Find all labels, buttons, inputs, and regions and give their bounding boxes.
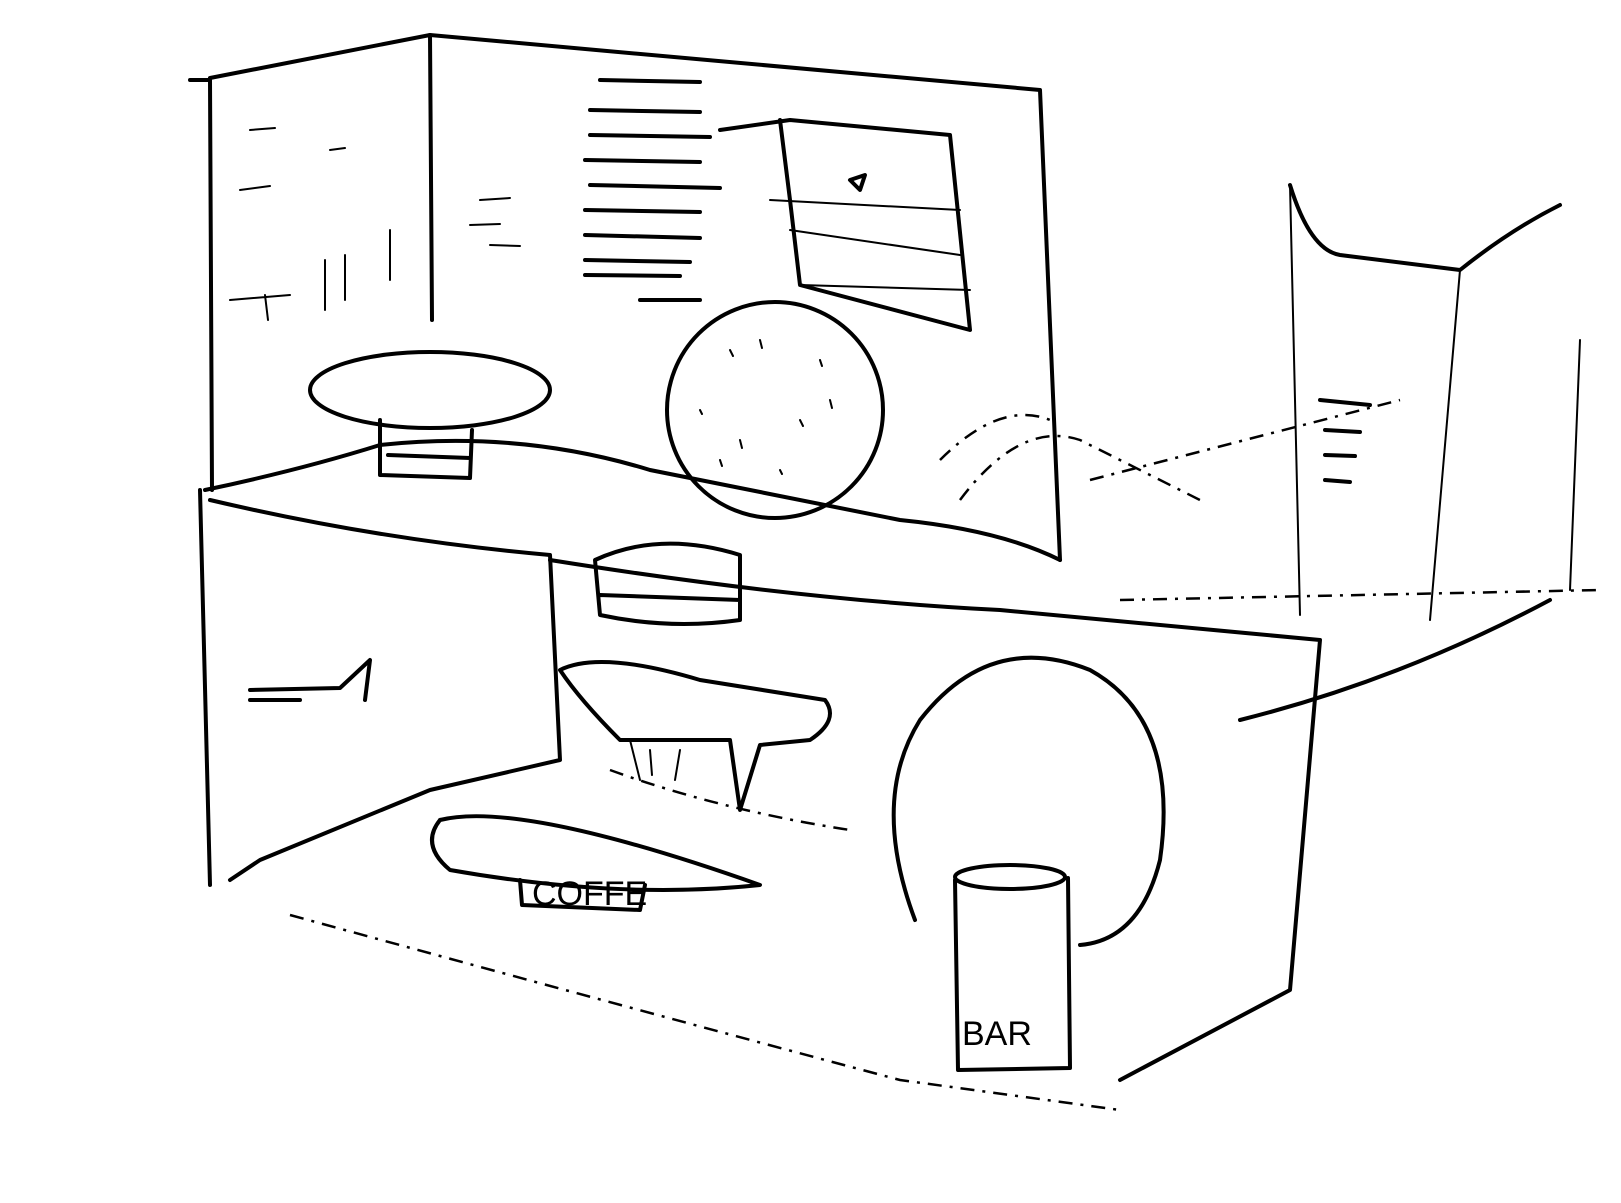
stool bbox=[593, 541, 742, 626]
wall-map-screen bbox=[718, 118, 972, 332]
back-wall-left bbox=[188, 33, 1062, 562]
pink-basin bbox=[558, 660, 851, 832]
bar-sign-label: BAR bbox=[962, 1015, 1032, 1053]
back-floor-line bbox=[203, 438, 1062, 562]
coffee-sign-label: COFFE bbox=[532, 875, 647, 913]
front-counter bbox=[198, 488, 1552, 1082]
coffee-table: COFFE bbox=[430, 814, 762, 913]
table-left bbox=[308, 350, 552, 480]
display-stand-right bbox=[1089, 183, 1601, 621]
wall-text-lines bbox=[469, 78, 722, 302]
hatching-lines bbox=[939, 413, 1201, 502]
sphere-display bbox=[665, 300, 885, 520]
floor-outline bbox=[289, 913, 1121, 1112]
bar-kiosk: BAR bbox=[891, 655, 1166, 1072]
